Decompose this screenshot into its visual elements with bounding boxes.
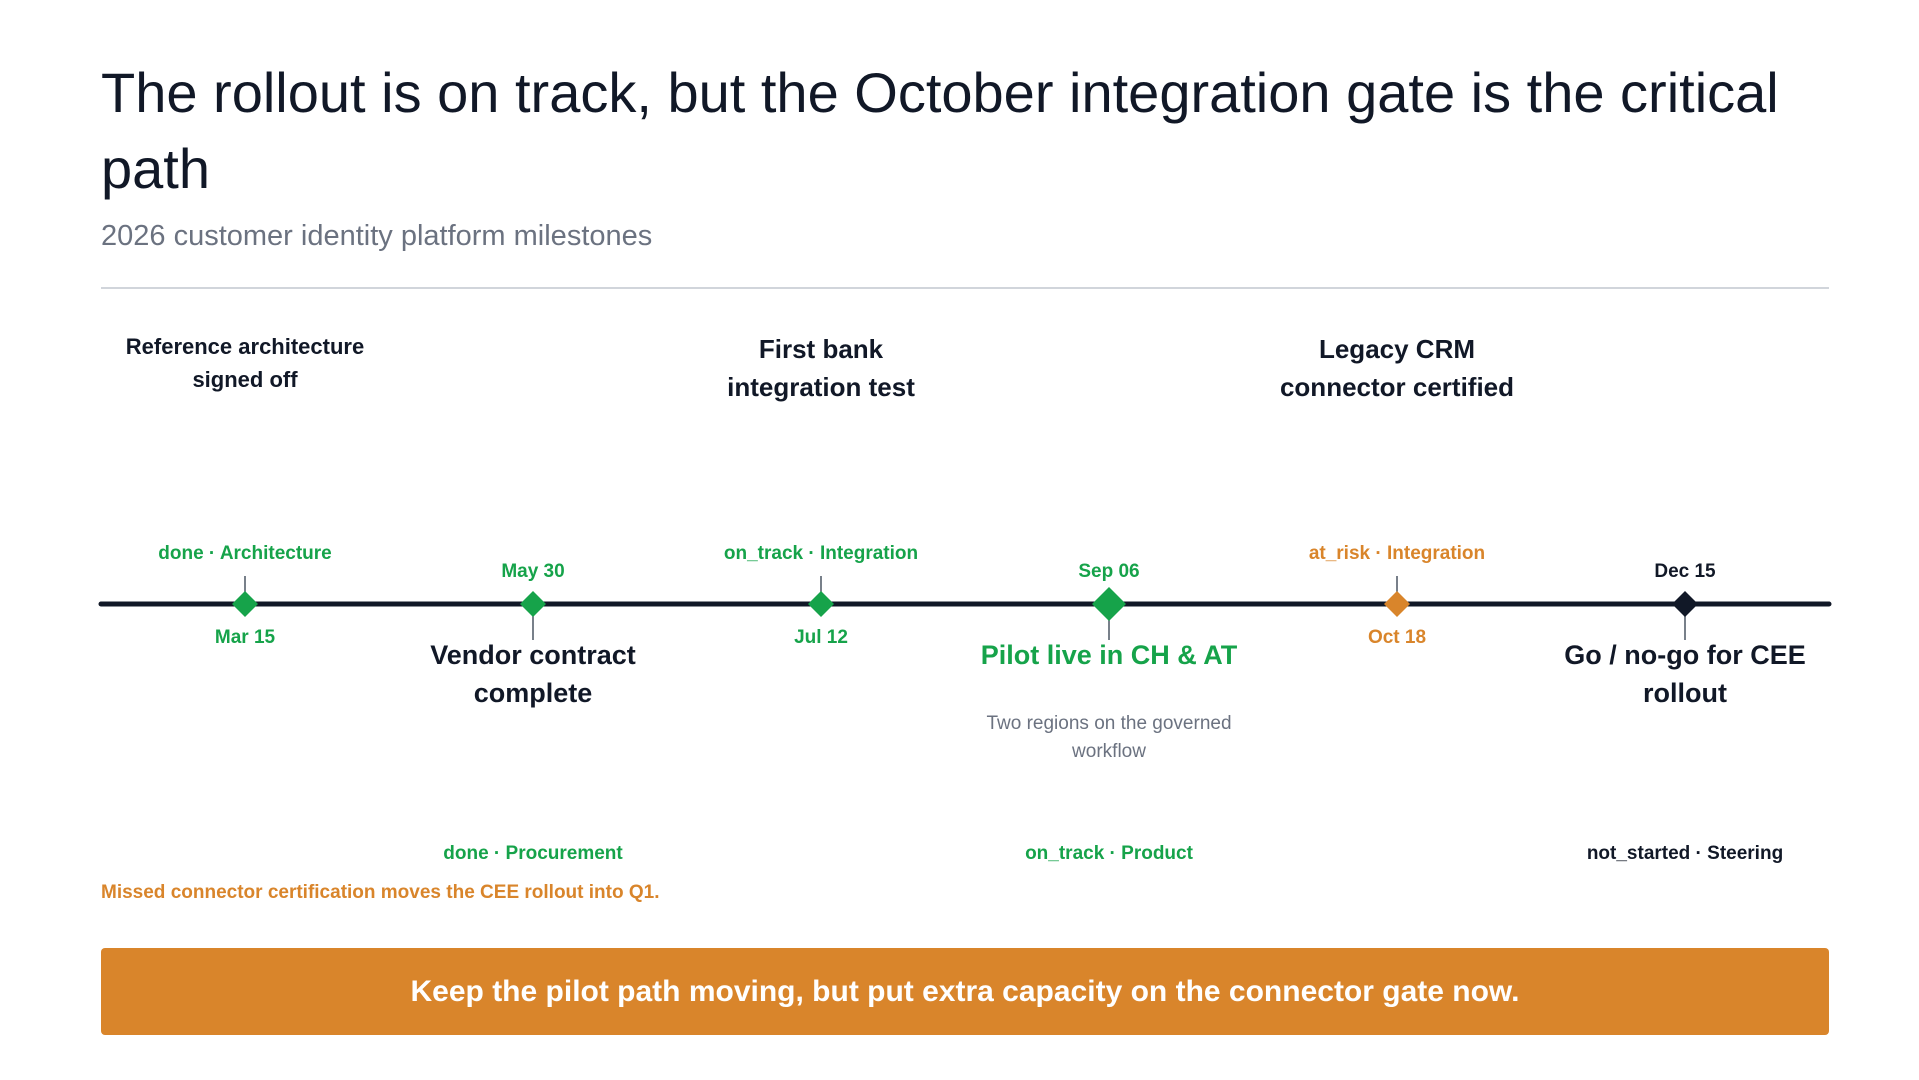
- milestone-title: Pilot live in CH & AT: [981, 640, 1238, 670]
- milestone-title: complete: [474, 678, 593, 708]
- milestone-marker: [808, 591, 834, 617]
- milestone-marker: [520, 591, 546, 617]
- milestone-title: connector certified: [1280, 372, 1514, 402]
- milestone-marker: [232, 591, 258, 617]
- milestone-marker: [1092, 587, 1126, 621]
- milestone-title: Reference architecture: [126, 334, 364, 359]
- milestone-date: Dec 15: [1654, 561, 1716, 582]
- page-subtitle: 2026 customer identity platform mileston…: [101, 220, 653, 252]
- milestone-marker: [1384, 591, 1410, 617]
- milestone-marker: [1672, 591, 1698, 617]
- risk-callout: Missed connector certification moves the…: [101, 882, 660, 903]
- milestone-date: May 30: [501, 561, 564, 582]
- milestone-title: Legacy CRM: [1319, 334, 1475, 364]
- milestone-status: at_risk · Integration: [1309, 543, 1485, 564]
- milestone-status: done · Architecture: [158, 543, 332, 564]
- milestone-title: Vendor contract: [430, 640, 636, 670]
- milestone-status: on_track · Integration: [724, 543, 918, 564]
- milestone-status: not_started · Steering: [1587, 843, 1783, 864]
- milestone-note: Two regions on the governed: [986, 713, 1231, 734]
- milestone-title: First bank: [759, 334, 884, 364]
- milestone-title: integration test: [727, 372, 915, 402]
- milestone-title: rollout: [1643, 678, 1727, 708]
- page-title: The rollout is on track, but the October…: [101, 61, 1779, 200]
- milestone-note: workflow: [1071, 741, 1146, 762]
- milestone-date: Oct 18: [1368, 627, 1426, 648]
- milestone-title: signed off: [192, 367, 298, 392]
- milestone-status: on_track · Product: [1025, 843, 1194, 864]
- recommendation-banner: Keep the pilot path moving, but put extr…: [101, 948, 1829, 1035]
- header-divider: [101, 287, 1829, 289]
- milestone-date: Sep 06: [1078, 561, 1139, 582]
- milestone-title: Go / no-go for CEE: [1564, 640, 1805, 670]
- milestone-status: done · Procurement: [443, 843, 623, 864]
- milestone-date: Jul 12: [794, 627, 848, 648]
- milestone-date: Mar 15: [215, 627, 276, 648]
